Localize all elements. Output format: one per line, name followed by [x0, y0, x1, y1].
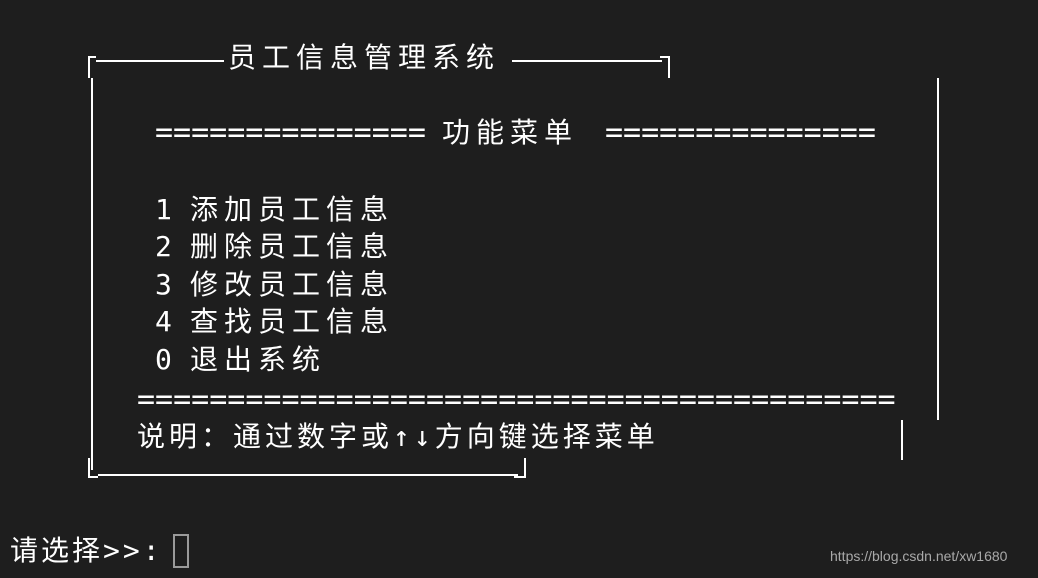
- menu-item-label: 退出系统: [190, 343, 327, 376]
- frame-bottom-line: [98, 474, 518, 476]
- menu-item-key: 1: [155, 193, 178, 226]
- separator-rule: ========================================…: [137, 382, 896, 417]
- app-title: 员工信息管理系统: [228, 41, 501, 74]
- frame-corner-top-right: [660, 56, 670, 78]
- frame-right-line-lower: [901, 420, 903, 460]
- menu-item-label: 修改员工信息: [190, 268, 395, 301]
- frame-top-left-line: [96, 60, 224, 62]
- menu-item-label: 添加员工信息: [190, 193, 395, 226]
- menu-header-left-rule: ===============: [155, 115, 426, 150]
- frame-left-line: [91, 78, 93, 470]
- prompt-label: 请选择>>:: [10, 534, 163, 567]
- frame-corner-top-left: [88, 56, 96, 78]
- menu-item-key: 4: [155, 305, 178, 338]
- menu-header-label: 功能菜单: [442, 116, 579, 149]
- input-cursor[interactable]: [173, 534, 189, 568]
- menu-item-label: 查找员工信息: [190, 305, 395, 338]
- menu-header-right-rule: ===============: [605, 115, 876, 150]
- frame-corner-bottom-right: [514, 458, 526, 478]
- menu-item-key: 2: [155, 230, 178, 263]
- frame-right-line-upper: [937, 78, 939, 420]
- usage-hint: 说明：通过数字或↑↓方向键选择菜单: [137, 420, 659, 453]
- menu-item-key: 3: [155, 268, 178, 301]
- watermark: https://blog.csdn.net/xw1680: [830, 548, 1008, 564]
- menu-item-label: 删除员工信息: [190, 230, 395, 263]
- frame-top-right-line: [512, 60, 662, 62]
- frame-corner-bottom-left: [88, 458, 98, 478]
- menu-item-key: 0: [155, 343, 178, 376]
